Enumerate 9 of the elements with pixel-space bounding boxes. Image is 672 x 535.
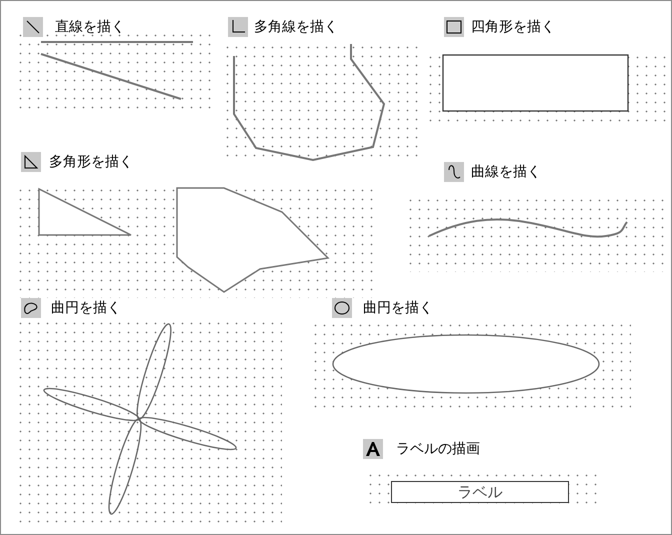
tool-heading: 多角形を描く [49,153,133,171]
tool-heading: 曲円を描く [51,299,121,317]
tool-heading: 曲線を描く [471,163,541,181]
tool-heading: ラベルの描画 [396,440,480,458]
tool-heading: 多角線を描く [254,18,338,36]
tool-heading: 四角形を描く [471,18,555,36]
label-box: ラベル [391,481,569,503]
tool-heading: 曲円を描く [363,299,433,317]
tool-heading: 直線を描く [55,18,125,36]
